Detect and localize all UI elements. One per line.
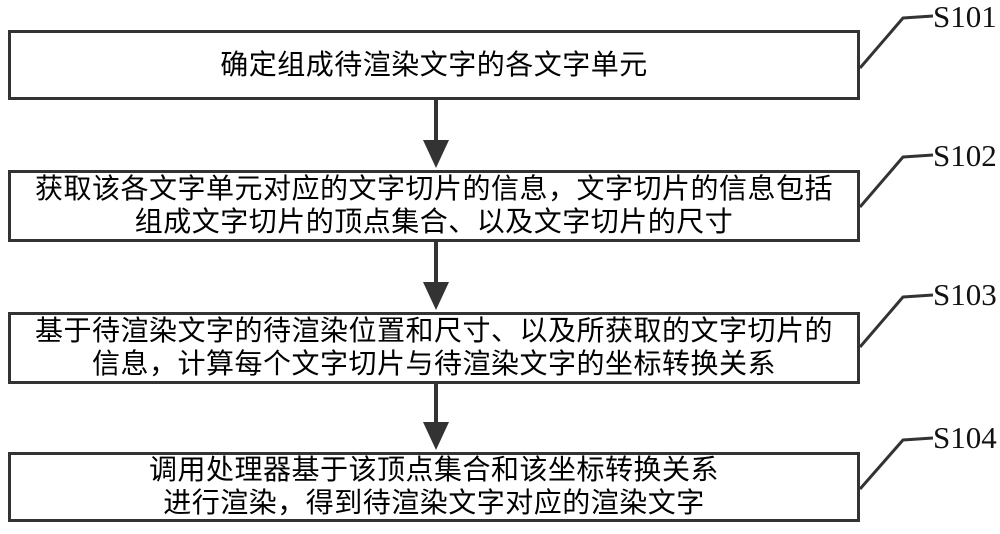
process-box-s102: 获取该各文字单元对应的文字切片的信息，文字切片的信息包括 组成文字切片的顶点集合… [8,170,860,242]
process-box-text: 组成文字切片的顶点集合、以及文字切片的尺寸 [134,207,734,238]
leader-line-s102 [858,153,934,208]
flow-arrow-2 [423,242,449,310]
process-box-s104: 调用处理器基于该顶点集合和该坐标转换关系 进行渲染，得到待渲染文字对应的渲染文字 [8,452,860,522]
process-box-s103: 基于待渲染文字的待渲染位置和尺寸、以及所获取的文字切片的 信息，计算每个文字切片… [8,312,860,384]
flow-arrow-3 [423,384,449,450]
step-label-s101: S101 [933,0,997,34]
leader-line-s104 [858,436,934,490]
flow-arrow-1 [423,100,449,168]
process-box-text: 确定组成待渲染文字的各文字单元 [220,49,648,81]
leader-line-s103 [858,293,934,348]
step-label-s104: S104 [933,420,997,455]
process-box-s101: 确定组成待渲染文字的各文字单元 [8,30,860,100]
step-label-s103: S103 [933,277,997,312]
step-label-s102: S102 [933,138,997,173]
leader-line-s101 [858,14,934,69]
process-box-text: 基于待渲染文字的待渲染位置和尺寸、以及所获取的文字切片的 [34,316,833,347]
process-box-text: 调用处理器基于该顶点集合和该坐标转换关系 [148,455,719,486]
process-box-text: 信息，计算每个文字切片与待渲染文字的坐标转换关系 [91,349,776,380]
process-box-text: 获取该各文字单元对应的文字切片的信息，文字切片的信息包括 [34,174,833,205]
process-box-text: 进行渲染，得到待渲染文字对应的渲染文字 [163,488,705,519]
